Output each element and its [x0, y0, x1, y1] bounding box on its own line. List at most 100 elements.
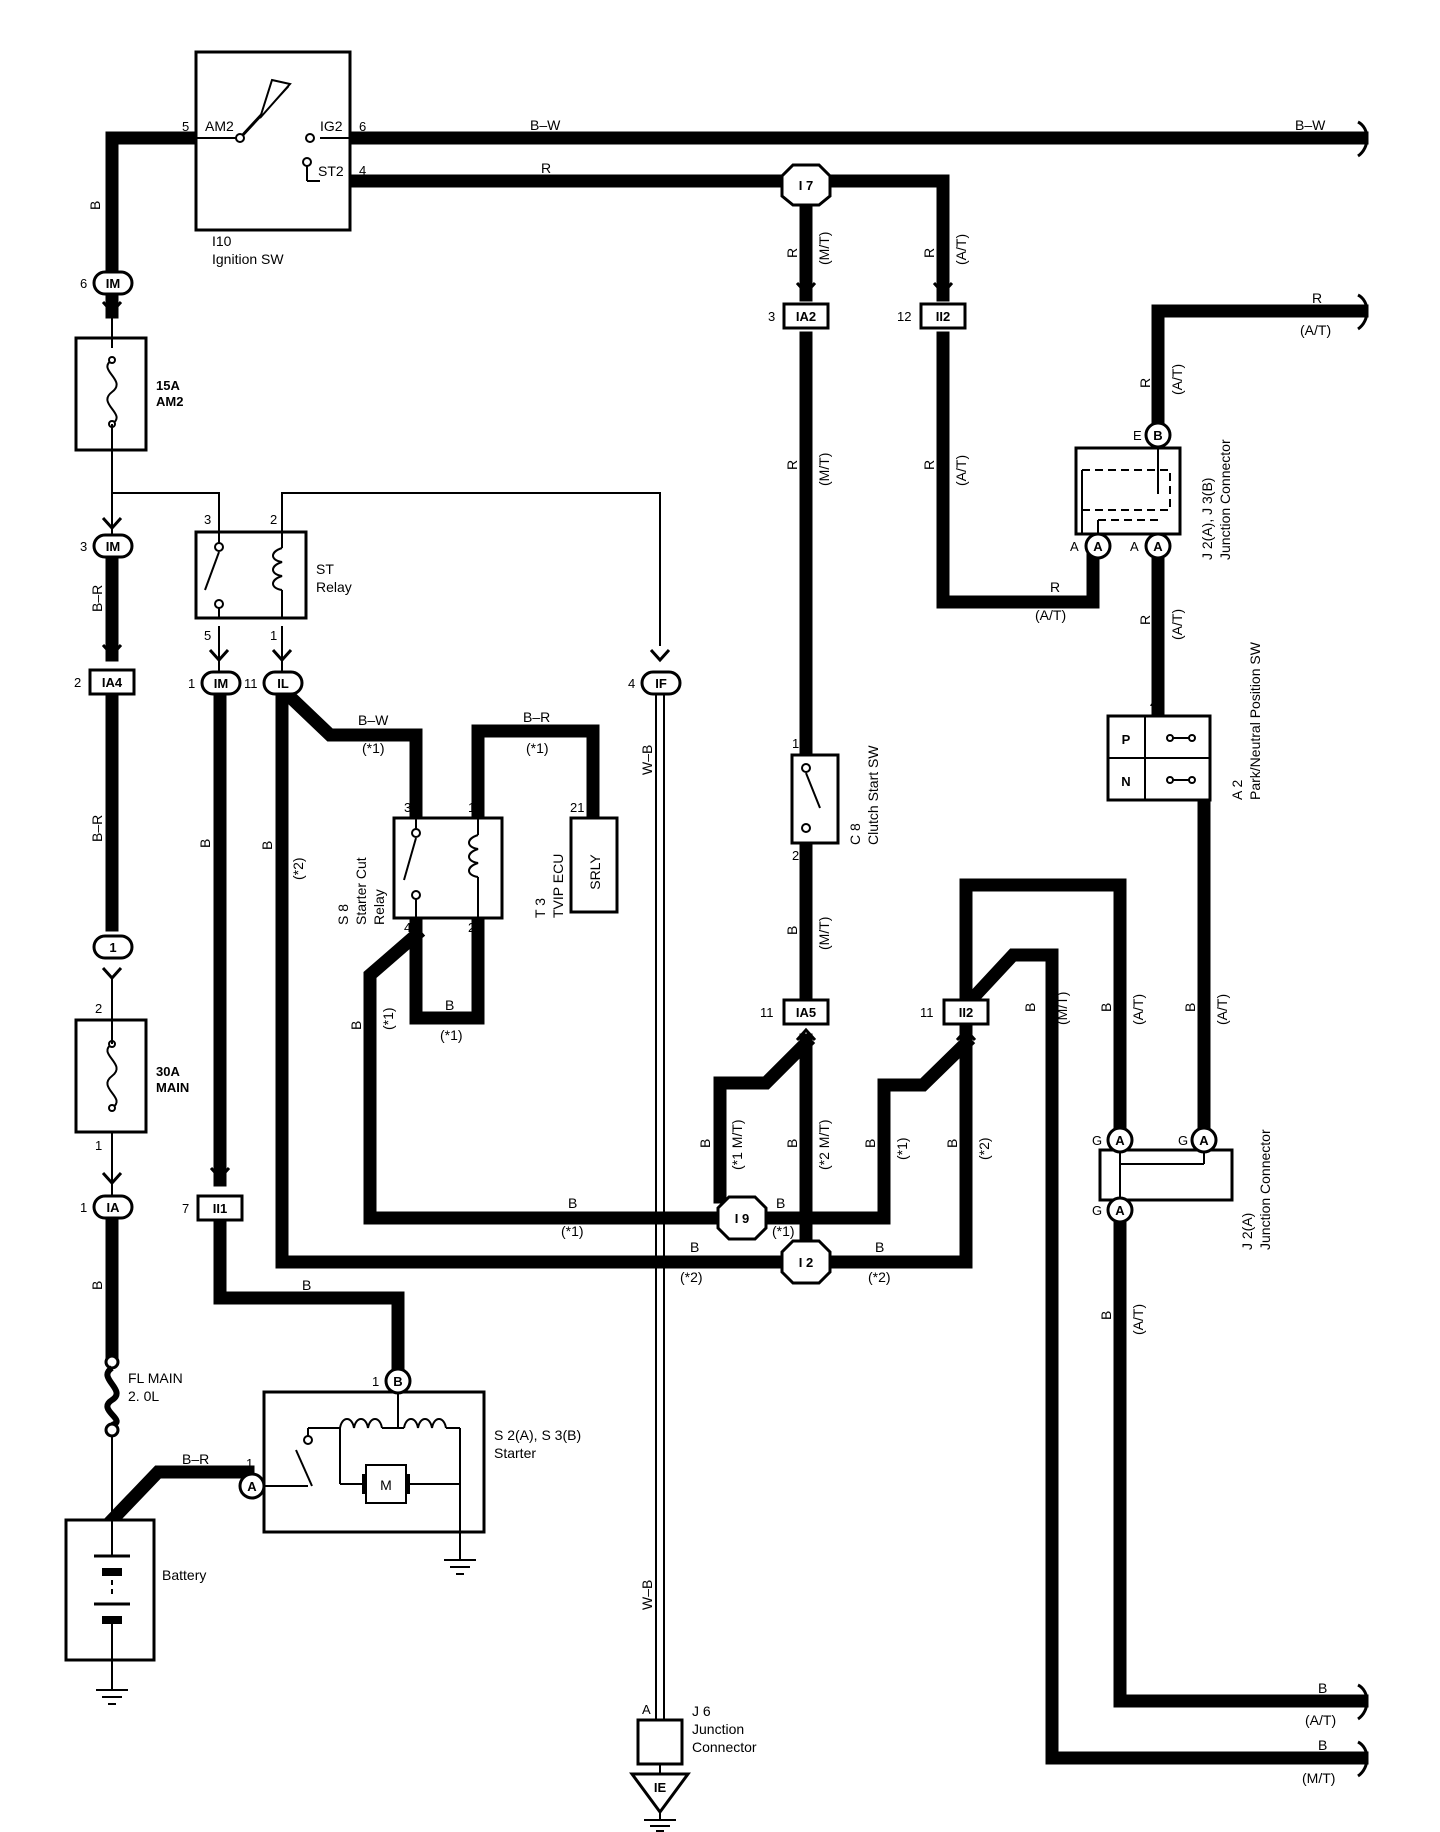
connector-im-3: IM 3	[80, 516, 134, 559]
label-r-right: R	[1312, 290, 1322, 306]
svg-text:II2: II2	[936, 309, 950, 324]
label-star1-br: (*1)	[526, 740, 549, 756]
svg-text:IA: IA	[107, 1200, 121, 1215]
svg-text:S 8: S 8	[335, 904, 351, 925]
label-star1-i9l: (*1)	[561, 1223, 584, 1239]
label-r-at1: R	[921, 248, 937, 258]
label-at-g: (A/T)	[1130, 1304, 1146, 1335]
svg-text:I 2: I 2	[799, 1255, 813, 1270]
park-neutral-position-switch: P N 4 5 A 2 Park/Neutral Position SW	[1106, 641, 1263, 821]
svg-text:B: B	[1153, 428, 1162, 443]
label-mt3: (M/T)	[816, 917, 832, 950]
svg-text:Park/Neutral Position SW: Park/Neutral Position SW	[1247, 641, 1263, 800]
wire-b-i2-right	[822, 1008, 973, 1269]
svg-text:11: 11	[760, 1005, 774, 1020]
label-at-e: (A/T)	[1169, 364, 1185, 395]
svg-text:IM: IM	[106, 276, 120, 291]
svg-text:G: G	[1092, 1203, 1102, 1218]
svg-text:Relay: Relay	[371, 889, 387, 925]
fuse-main: 30A MAIN 2 1	[74, 1001, 189, 1153]
label-at-right: (A/T)	[1300, 322, 1331, 338]
ignition-pin-4: 4	[359, 163, 366, 178]
wire-b-r-scr	[471, 724, 600, 825]
ignition-ig2-label: IG2	[320, 118, 343, 134]
label-r-mt1: R	[784, 248, 800, 258]
wire-b-r-battery	[102, 1465, 255, 1530]
connector-ii1: II1 7	[182, 1194, 244, 1222]
junction-connector-j6: A J 6 Junction Connector IE	[629, 1702, 757, 1832]
fuse-am2: 15A AM2	[74, 312, 183, 452]
label-star1-v3: (*1)	[894, 1137, 910, 1160]
label-mt-end: (M/T)	[1302, 1770, 1335, 1786]
label-star2-v4: (*2)	[976, 1137, 992, 1160]
label-star2-i2l: (*2)	[680, 1269, 703, 1285]
svg-text:ST: ST	[316, 561, 334, 577]
connector-ii2-top: II2 12	[897, 302, 967, 330]
label-star1-loop: (*1)	[440, 1027, 463, 1043]
wire-break-marks	[1357, 120, 1369, 1778]
label-at2: (A/T)	[953, 455, 969, 486]
ignition-sw-id: I10	[212, 233, 232, 249]
label-star1-i9r: (*1)	[772, 1223, 795, 1239]
svg-text:Battery: Battery	[162, 1567, 206, 1583]
wire-relay-2-if	[281, 492, 661, 646]
svg-text:A: A	[247, 1479, 257, 1494]
label-b-i9v: B	[697, 1139, 713, 1148]
label-b-at-end: B	[1318, 1680, 1327, 1696]
wire-b-ii1	[213, 1215, 405, 1375]
svg-text:1: 1	[270, 628, 277, 643]
svg-text:Starter Cut: Starter Cut	[353, 857, 369, 925]
svg-text:B: B	[393, 1374, 402, 1389]
label-at1: (A/T)	[953, 234, 969, 265]
connector-i2: I 2	[780, 1239, 832, 1285]
connector-i9: I 9	[716, 1195, 768, 1241]
label-b-at3: B	[1098, 1003, 1114, 1012]
label-br-bat: B–R	[182, 1451, 209, 1467]
svg-text:1: 1	[188, 676, 195, 691]
label-bw-il: B–W	[358, 712, 389, 728]
connector-ii2-mid: II2 11	[920, 998, 990, 1026]
label-star1mt: (*1 M/T)	[729, 1119, 745, 1170]
tvip-ecu: SRLY 21 T 3 TVIP ECU	[532, 800, 619, 918]
svg-text:IL: IL	[277, 676, 289, 691]
svg-text:3: 3	[404, 800, 411, 815]
svg-text:Junction Connector: Junction Connector	[1217, 439, 1233, 560]
svg-text:A: A	[1115, 1133, 1125, 1148]
svg-text:2. 0L: 2. 0L	[128, 1388, 159, 1404]
svg-text:1: 1	[792, 736, 799, 751]
label-b-i2r: B	[875, 1239, 884, 1255]
svg-text:1: 1	[468, 800, 475, 815]
svg-text:J 6: J 6	[692, 1703, 711, 1719]
svg-text:AM2: AM2	[156, 394, 183, 409]
svg-text:Relay: Relay	[316, 579, 352, 595]
connector-im-1: IM 1	[188, 670, 242, 696]
wire-r-at	[936, 331, 1100, 609]
svg-text:2: 2	[468, 920, 475, 935]
label-at-aa: (A/T)	[1035, 607, 1066, 623]
label-at3: (A/T)	[1130, 994, 1146, 1025]
label-wb-bot: W–B	[639, 1580, 655, 1610]
label-b-mt-end: B	[1318, 1737, 1327, 1753]
label-b-i9l: B	[568, 1195, 577, 1211]
svg-text:IM: IM	[214, 676, 228, 691]
label-bw-right: B–W	[1295, 117, 1326, 133]
svg-text:MAIN: MAIN	[156, 1080, 189, 1095]
svg-text:5: 5	[1198, 806, 1205, 821]
svg-text:4: 4	[404, 920, 411, 935]
wire-b-scr-loop	[409, 911, 485, 1025]
connector-i7: I 7	[780, 163, 832, 207]
ignition-switch: AM2 IG2 ST2 5 6 4 I10 Ignition SW	[182, 50, 366, 267]
svg-text:SRLY: SRLY	[587, 854, 603, 890]
svg-text:7: 7	[182, 1201, 189, 1216]
svg-text:4: 4	[628, 676, 635, 691]
svg-text:IF: IF	[655, 676, 667, 691]
svg-text:Junction: Junction	[692, 1721, 744, 1737]
label-b-loop2: B	[348, 1021, 364, 1030]
svg-text:A: A	[1115, 1203, 1125, 1218]
wire-b-w-scr	[276, 683, 423, 825]
svg-text:3: 3	[80, 539, 87, 554]
label-b-loop: B	[445, 997, 454, 1013]
wire-relay-3	[111, 492, 220, 538]
svg-text:G: G	[1178, 1133, 1188, 1148]
svg-text:II1: II1	[213, 1201, 227, 1216]
